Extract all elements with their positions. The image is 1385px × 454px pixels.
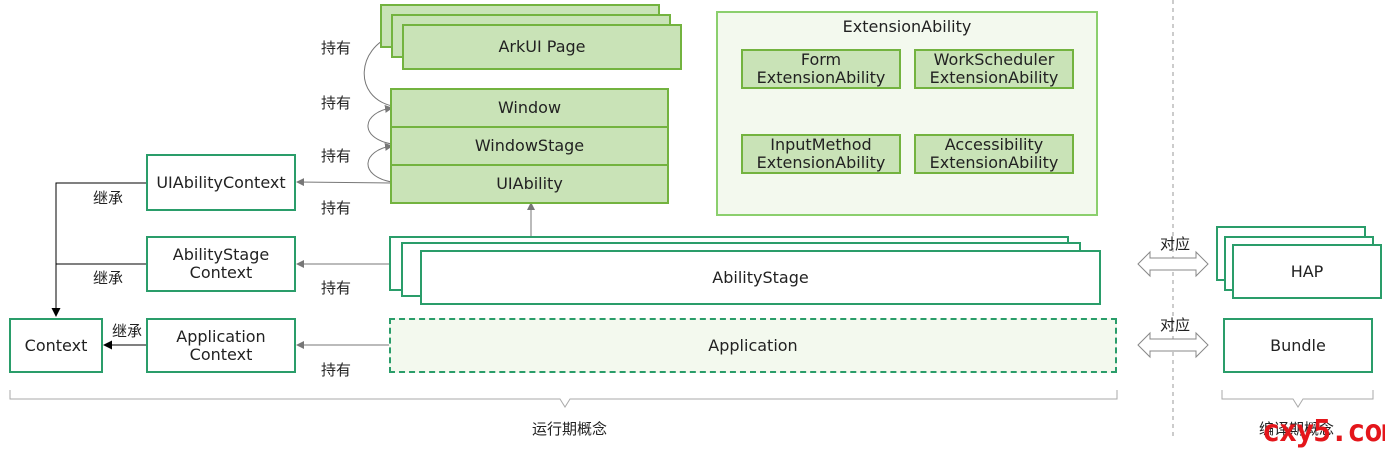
compile-group-label: 编译期概念 [1259,420,1335,438]
abilitystage-context-label: AbilityStage Context [172,245,270,282]
accessibility-extension-label: Accessibility ExtensionAbility [929,135,1059,172]
accessibility-extension-box: Accessibility ExtensionAbility [914,134,1074,174]
double-arrow-abilitystage-hap [1137,250,1209,278]
abilitystage-box: AbilityStage [420,250,1101,305]
hold-label-uiability-context: 持有 [321,199,352,217]
uiability-context-label: UIAbilityContext [156,172,286,192]
extension-group-title: ExtensionAbility [842,17,972,36]
application-box: Application [389,318,1117,373]
hap-box: HAP [1232,244,1382,299]
hold-arrow-uiability-context [296,178,391,187]
window-label: Window [497,98,562,117]
curve-windowstage-window [367,104,393,145]
windowstage-label: WindowStage [474,136,585,155]
correspond-label-bundle: 对应 [1160,316,1191,334]
windowstage-box: WindowStage [390,126,669,166]
hold-label-windowstage: 持有 [321,147,352,165]
watermark-logo: cxy5.com [1262,414,1385,449]
workscheduler-extension-box: WorkScheduler ExtensionAbility [914,49,1074,89]
uiability-context-box: UIAbilityContext [146,154,296,211]
arkui-page-box: ArkUI Page [402,24,682,70]
correspond-label-hap: 对应 [1160,235,1191,253]
inherit-line-uiability-context [51,182,146,317]
abilitystage-context-box: AbilityStage Context [146,236,296,292]
bundle-box: Bundle [1223,318,1373,373]
form-extension-label: Form ExtensionAbility [756,50,886,87]
inputmethod-extension-label: InputMethod ExtensionAbility [756,135,886,172]
abilitystage-label: AbilityStage [712,267,809,287]
application-context-box: Application Context [146,318,296,373]
bundle-label: Bundle [1270,335,1326,355]
hold-label-abilitystage-context: 持有 [321,279,352,297]
context-label: Context [24,335,88,355]
extension-ability-group: ExtensionAbility [716,11,1098,216]
inputmethod-extension-box: InputMethod ExtensionAbility [741,134,901,174]
workscheduler-extension-label: WorkScheduler ExtensionAbility [929,50,1059,87]
uiability-box: UIAbility [390,164,669,204]
hold-label-window: 持有 [321,94,352,112]
arkui-page-label: ArkUI Page [498,37,586,56]
inherit-label-application: 继承 [112,322,143,340]
form-extension-box: Form ExtensionAbility [741,49,901,89]
hold-label-application-context: 持有 [321,361,352,379]
hold-label-arkui: 持有 [321,39,352,57]
double-arrow-application-bundle [1137,331,1209,359]
uiability-label: UIAbility [496,174,563,193]
curve-uiability-windowstage [367,142,393,183]
inherit-label-abilitystage: 继承 [93,269,124,287]
window-box: Window [390,88,669,128]
inherit-label-uiability: 继承 [93,189,124,207]
application-label: Application [708,335,798,355]
runtime-bracket [9,390,1118,408]
context-box: Context [9,318,103,373]
compile-bracket [1221,390,1374,408]
hap-label: HAP [1290,261,1324,281]
runtime-group-label: 运行期概念 [532,420,608,438]
application-context-label: Application Context [176,326,266,364]
